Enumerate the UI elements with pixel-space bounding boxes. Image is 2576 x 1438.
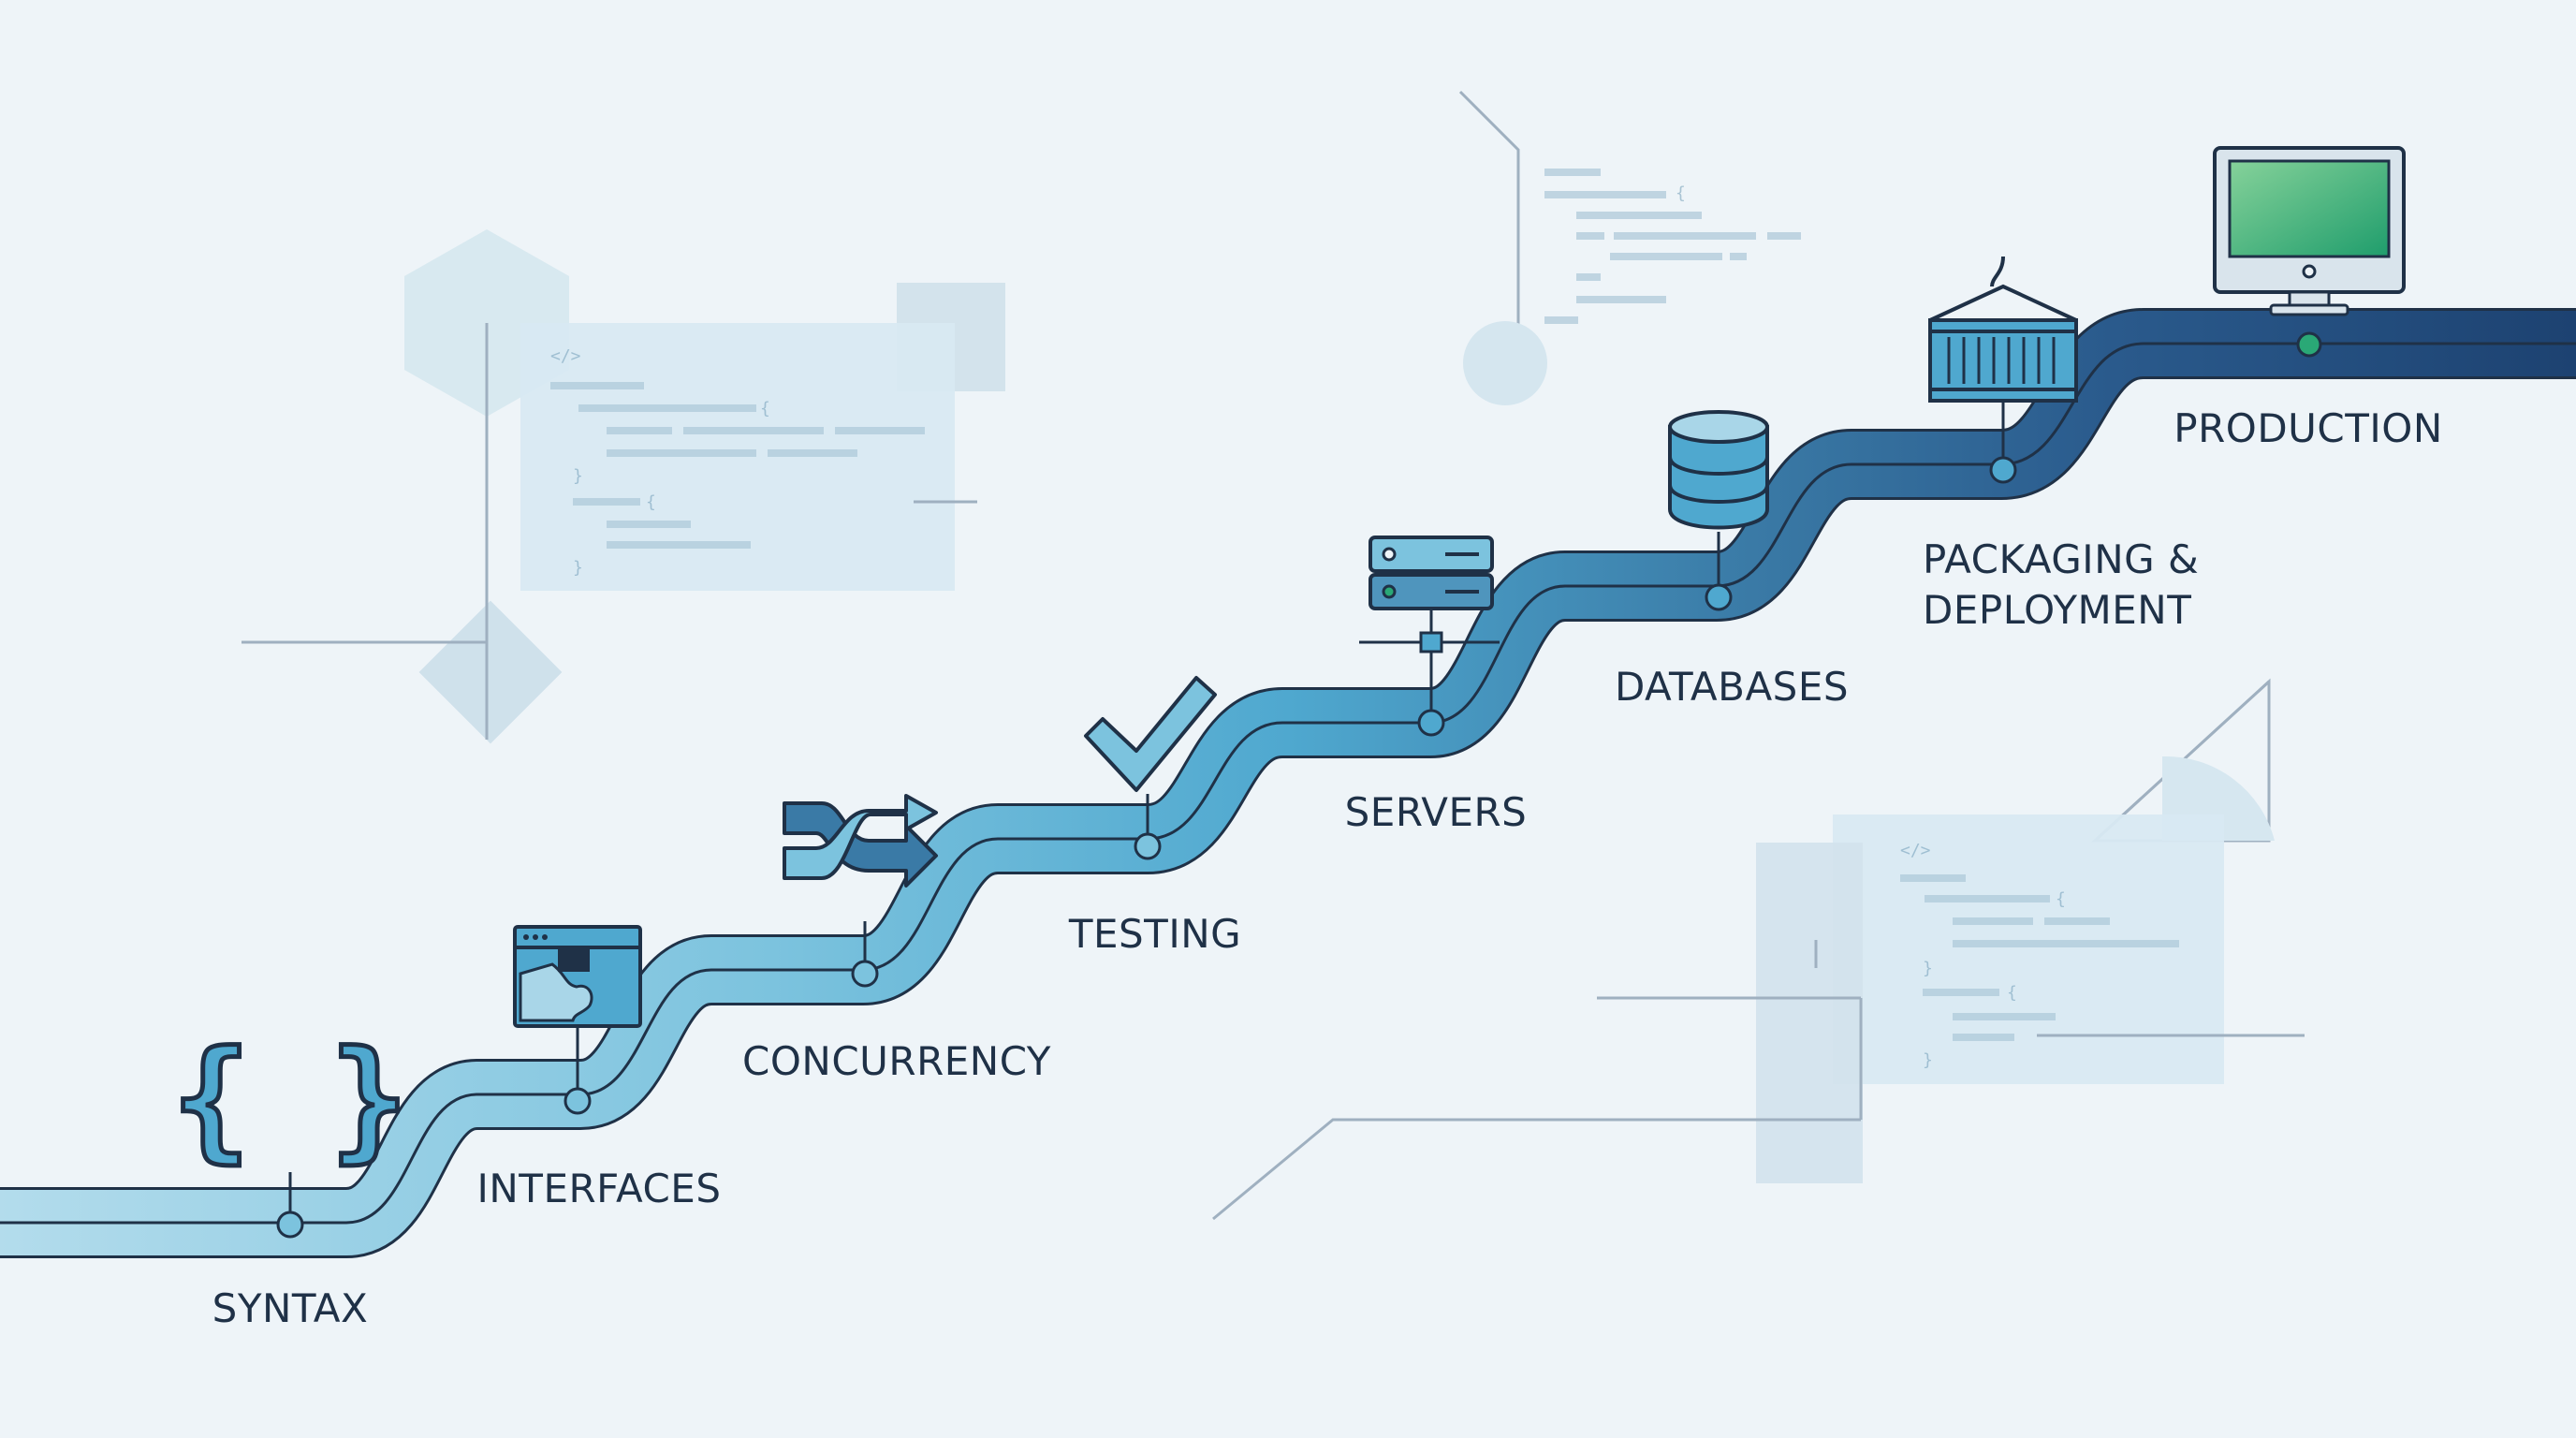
- road-center-line: [0, 342, 2576, 1225]
- background-decorations: </> { } { } {: [242, 90, 2305, 1221]
- puzzle-window-icon: [513, 925, 642, 1028]
- svg-text:{: {: [2007, 983, 2017, 1003]
- stage-label-servers: SERVERS: [1345, 789, 1528, 835]
- stage-interfaces: INTERFACES: [477, 925, 722, 1211]
- stage-testing: TESTING: [1068, 676, 1241, 957]
- stage-label-production: PRODUCTION: [2174, 405, 2443, 451]
- svg-text:{: {: [646, 492, 656, 512]
- svg-text:{: {: [2056, 889, 2066, 909]
- code-lines-top-center: {: [1544, 169, 1801, 324]
- stage-label-syntax: SYNTAX: [212, 1285, 369, 1331]
- stage-servers: SERVERS: [1345, 536, 1528, 835]
- stage-label-concurrency: CONCURRENCY: [742, 1038, 1051, 1084]
- milestone-marker: [1134, 832, 1162, 860]
- svg-text:{: {: [1676, 183, 1686, 203]
- stage-syntax: { } SYNTAX: [169, 1021, 411, 1332]
- milestone-marker: [564, 1087, 592, 1115]
- milestone-marker: [1417, 709, 1445, 737]
- stage-label-interfaces: INTERFACES: [477, 1166, 722, 1211]
- server-rack-icon: [1359, 536, 1500, 653]
- svg-text:</>: </>: [1900, 841, 1931, 860]
- stage-production: PRODUCTION: [2174, 146, 2443, 451]
- stage-label-testing: TESTING: [1068, 911, 1241, 957]
- roadmap-path: [0, 308, 2576, 1258]
- stage-databases: DATABASES: [1615, 410, 1849, 710]
- curly-braces-icon: { }: [169, 1021, 411, 1179]
- shuffle-arrows-icon: [783, 794, 938, 888]
- database-icon: [1668, 410, 1769, 530]
- diamond-decoration: [418, 600, 563, 744]
- svg-text:{: {: [760, 399, 770, 418]
- stage-packaging: PACKAGING & DEPLOYMENT: [1923, 256, 2199, 633]
- code-lines-bottom-right: </> { } { }: [1900, 841, 2179, 1070]
- milestone-marker: [276, 1211, 304, 1239]
- stage-label-packaging-line1: PACKAGING &: [1923, 536, 2199, 582]
- svg-text:}: }: [1923, 1050, 1933, 1070]
- milestone-marker: [1705, 583, 1733, 611]
- stage-label-databases: DATABASES: [1615, 664, 1849, 710]
- milestone-marker: [2296, 331, 2322, 358]
- milestone-marker: [1989, 456, 2017, 484]
- checkmark-icon: [1084, 676, 1217, 792]
- desktop-monitor-icon: [2213, 146, 2406, 316]
- stage-label-packaging-line2: DEPLOYMENT: [1923, 587, 2191, 633]
- circle-decoration: [1463, 321, 1547, 405]
- svg-text:}: }: [1923, 959, 1933, 978]
- svg-text:</>: </>: [550, 346, 581, 366]
- svg-text:{ }: { }: [172, 1023, 409, 1176]
- milestone-marker: [851, 960, 879, 988]
- code-lines-top-left: </> { } { }: [550, 346, 925, 578]
- stage-concurrency: CONCURRENCY: [742, 794, 1051, 1084]
- svg-text:}: }: [573, 466, 583, 486]
- svg-text:}: }: [573, 558, 583, 578]
- code-panel-bottom-right: [1833, 814, 2224, 1084]
- doc-shape-decoration: [1756, 843, 1863, 1183]
- shipping-container-icon: [1928, 256, 2078, 403]
